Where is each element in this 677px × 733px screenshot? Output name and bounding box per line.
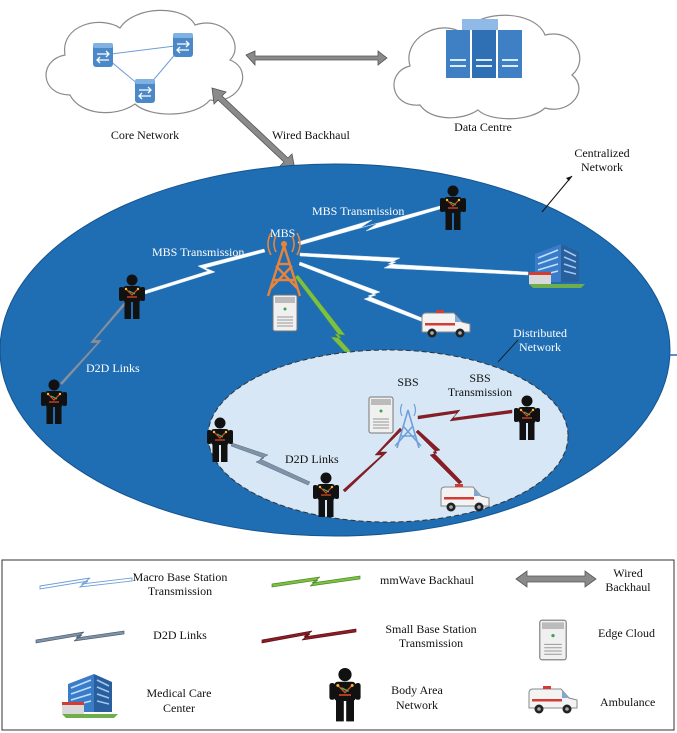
centralized-pointer — [541, 175, 573, 213]
legend-wired-arrow — [515, 570, 597, 588]
d2d-link-inner — [230, 442, 311, 486]
legend-small-link — [261, 628, 357, 644]
distributed-network-label-2: Network — [519, 340, 561, 354]
edge-cloud-server-icon — [368, 396, 394, 434]
router-icon — [172, 32, 194, 58]
legend-d2d-link — [35, 630, 125, 644]
legend-edge-cloud-label: Edge Cloud — [598, 626, 655, 640]
wired-backhaul-link — [211, 50, 388, 171]
distributed-network-label-1: Distributed — [513, 326, 567, 340]
edge-cloud-server-icon — [272, 294, 298, 332]
legend-macro-link — [39, 577, 133, 590]
sbs-label: SBS — [397, 375, 418, 389]
antenna-tower-icon — [266, 232, 302, 297]
data-centre-label: Data Centre — [454, 120, 512, 134]
legend-edge-cloud-icon — [539, 619, 567, 661]
legend-mmwave-link — [271, 575, 361, 588]
legend-macro-label-1: Macro Base Station — [133, 570, 228, 584]
d2d-links-inner-label: D2D Links — [285, 452, 339, 466]
d2d-links-outer-label: D2D Links — [86, 361, 140, 375]
data-centre-cloud — [393, 14, 581, 120]
server-rack-icon — [446, 19, 522, 78]
legend-wired-label-2: Backhaul — [605, 580, 651, 594]
legend-small-label-1: Small Base Station — [385, 622, 476, 636]
mbs-label: MBS — [270, 226, 295, 240]
legend-medical-label-2: Center — [163, 701, 195, 715]
sbs-transmission-label-2: Transmission — [448, 385, 512, 399]
mbs-transmission-right-label: MBS Transmission — [312, 204, 404, 218]
router-icon — [134, 78, 156, 104]
d2d-link-outer — [59, 299, 129, 386]
legend-wired-label-1: Wired — [613, 566, 643, 580]
router-icon — [92, 42, 114, 68]
mbs-transmission-left-label: MBS Transmission — [152, 245, 244, 259]
core-network-cloud — [45, 9, 243, 115]
legend-mmwave-label: mmWave Backhaul — [380, 573, 475, 587]
sbs-antenna-icon — [394, 403, 422, 449]
wired-backhaul-label: Wired Backhaul — [272, 128, 350, 142]
legend-ambulance-label: Ambulance — [600, 695, 655, 709]
distributed-network-area — [207, 349, 569, 523]
centralized-network-label-2: Network — [581, 160, 623, 174]
legend-medical-label-1: Medical Care — [147, 686, 212, 700]
centralized-network-label-1: Centralized — [574, 146, 629, 160]
legend-ban-label-2: Network — [396, 698, 438, 712]
macro-transmission-links — [143, 205, 529, 326]
legend-ban-label-1: Body Area — [391, 683, 443, 697]
legend-macro-label-2: Transmission — [148, 584, 212, 598]
legend-d2d-label: D2D Links — [153, 628, 207, 642]
legend-small-label-2: Transmission — [399, 636, 463, 650]
sbs-transmission-label-1: SBS — [469, 371, 490, 385]
core-network-label: Core Network — [111, 128, 179, 142]
